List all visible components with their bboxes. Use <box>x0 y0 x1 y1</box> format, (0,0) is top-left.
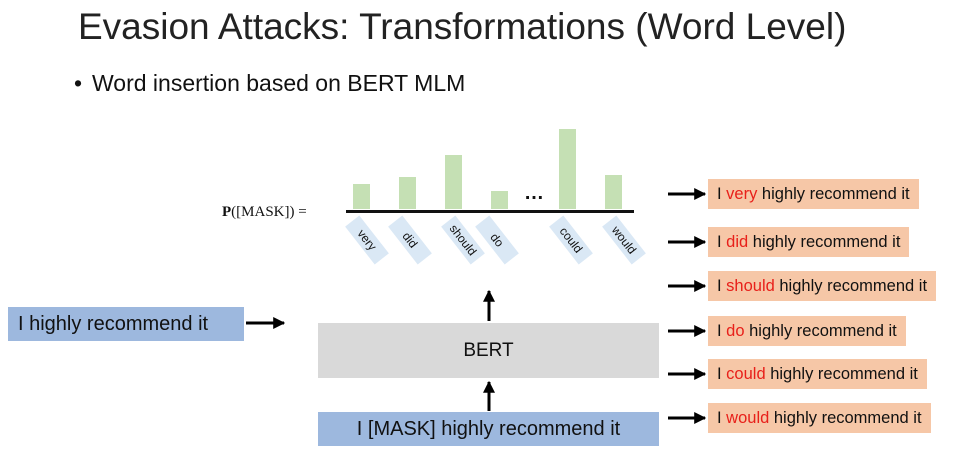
probability-bar-would <box>605 175 622 209</box>
bullet-text: Word insertion based on BERT MLM <box>92 70 466 96</box>
bullet-point: • Word insertion based on BERT MLM <box>74 70 465 97</box>
output-sentence-would: I would highly recommend it <box>708 403 931 433</box>
probability-bar-do <box>491 191 508 209</box>
output-sentence-could: I could highly recommend it <box>708 359 927 389</box>
slide-title: Evasion Attacks: Transformations (Word L… <box>78 6 847 47</box>
bullet-dot-icon: • <box>74 70 83 96</box>
output-sentence-very: I very highly recommend it <box>708 179 919 209</box>
inserted-word: very <box>726 185 758 203</box>
input-sentence-box: I highly recommend it <box>8 307 244 341</box>
output-sentence-do: I do highly recommend it <box>708 316 906 346</box>
output-sentence-did: I did highly recommend it <box>708 227 910 257</box>
inserted-word: did <box>726 233 749 251</box>
probability-bar-could <box>559 129 576 209</box>
probability-label: P([MASK]) = <box>222 204 307 220</box>
bert-model-box: BERT <box>318 323 659 378</box>
probability-bar-very <box>353 184 370 209</box>
inserted-word: do <box>726 322 745 340</box>
output-sentence-should: I should highly recommend it <box>708 271 937 301</box>
inserted-word: could <box>726 365 766 383</box>
probability-bar-did <box>399 177 416 209</box>
bar-chart-baseline <box>346 210 634 213</box>
inserted-word: would <box>726 409 770 427</box>
ellipsis: … <box>524 182 545 204</box>
masked-sentence-box: I [MASK] highly recommend it <box>318 412 659 446</box>
inserted-word: should <box>726 277 775 295</box>
probability-bar-should <box>445 155 462 209</box>
